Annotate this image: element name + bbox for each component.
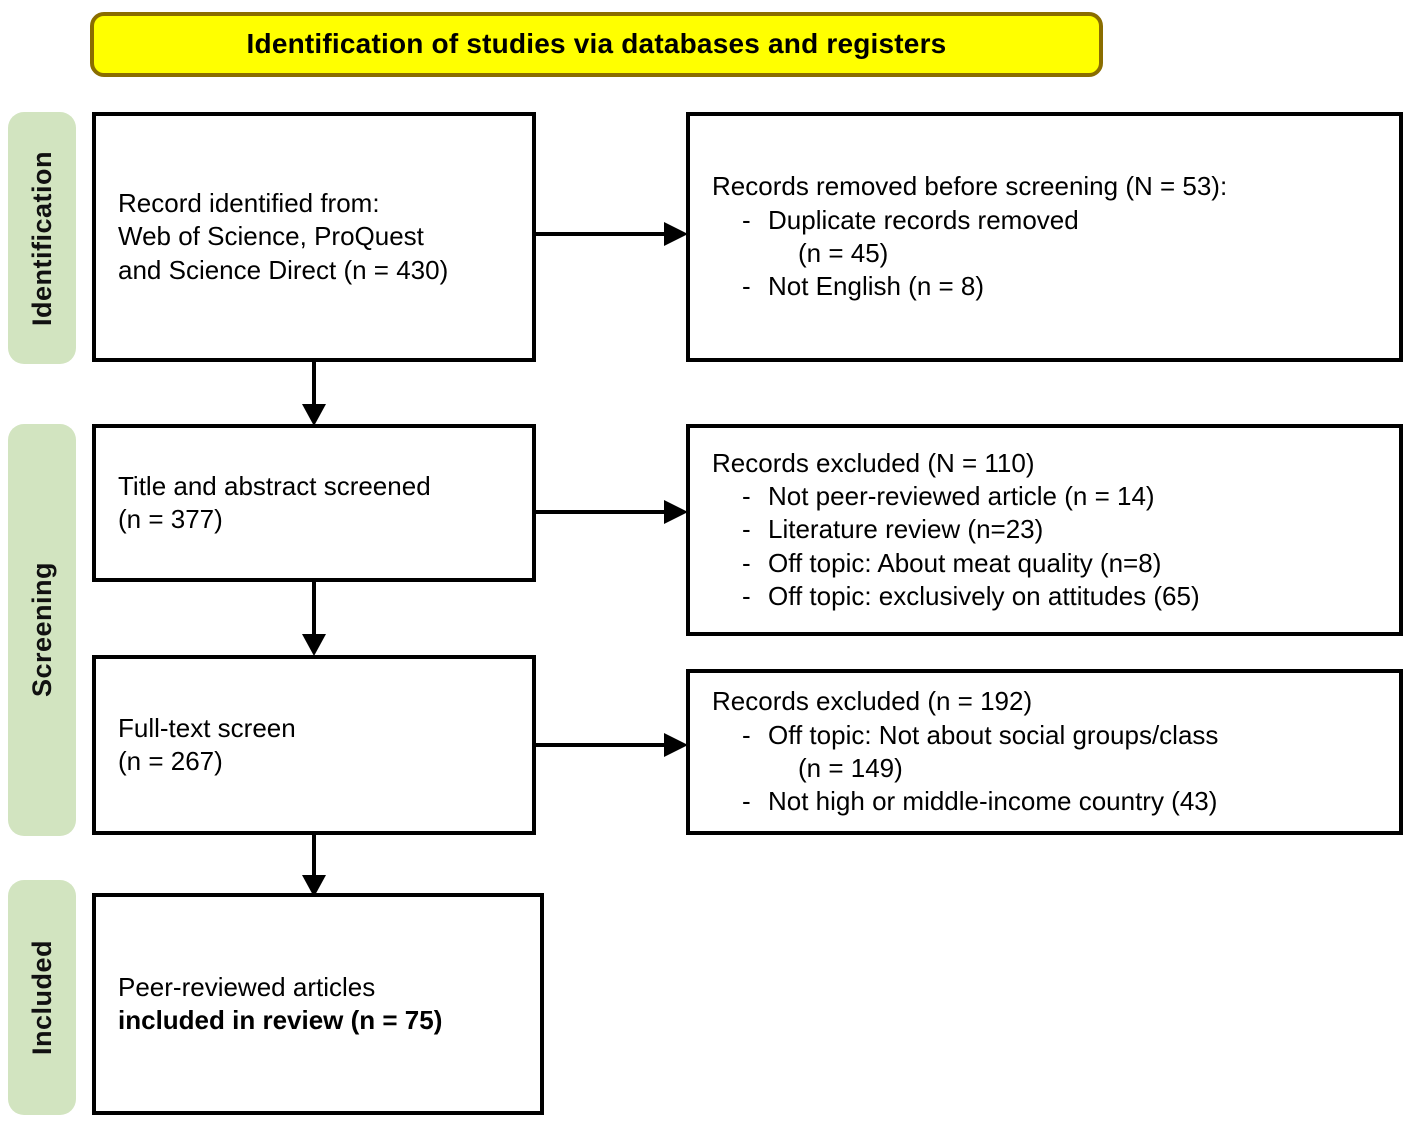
records-removed-bullet-2: - Not English (n = 8): [712, 270, 1377, 303]
records-excluded-110-bullet-4-text: Off topic: exclusively on attitudes (65): [768, 580, 1200, 611]
records-identified-line-1: Record identified from:: [118, 188, 380, 219]
records-excluded-110-bullet-list: - Not peer-reviewed article (n = 14) - L…: [712, 480, 1377, 613]
bullet-dash-icon: -: [742, 580, 751, 611]
box-included-in-review: Peer-reviewed articles included in revie…: [92, 893, 544, 1115]
records-removed-bullet-2-text: Not English (n = 8): [768, 271, 985, 302]
bullet-dash-icon: -: [742, 514, 751, 545]
stage-bar-identification: Identification: [8, 112, 76, 364]
box-full-text-screen: Full-text screen (n = 267): [92, 655, 536, 835]
bullet-dash-icon: -: [742, 719, 751, 750]
arrow-screened-to-fulltext: [298, 580, 330, 658]
records-excluded-110-bullet-4: - Off topic: exclusively on attitudes (6…: [712, 580, 1377, 613]
box-included-in-review-body: Peer-reviewed articles included in revie…: [96, 971, 540, 1038]
stage-bar-screening: Screening: [8, 424, 76, 836]
records-excluded-110-bullet-2-text: Literature review (n=23): [768, 514, 1044, 545]
records-removed-heading: Records removed before screening (N = 53…: [712, 171, 1228, 202]
records-removed-bullet-1-text: Duplicate records removed: [768, 204, 1079, 235]
arrow-screened-to-excluded-110: [536, 498, 690, 526]
records-removed-bullet-1-continuation: (n = 45): [798, 238, 889, 268]
stage-label-screening: Screening: [26, 562, 57, 698]
records-excluded-192-bullet-2-text: Not high or middle-income country (43): [768, 786, 1218, 817]
title-abstract-line-1: Title and abstract screened: [118, 470, 431, 501]
box-records-excluded-110-body: Records excluded (N = 110) - Not peer-re…: [690, 447, 1399, 613]
stage-label-identification: Identification: [26, 150, 57, 326]
records-removed-bullet-list: - Duplicate records removed (n = 45) - N…: [712, 204, 1377, 304]
records-removed-bullet-1: - Duplicate records removed: [712, 204, 1377, 237]
title-abstract-line-2: (n = 377): [118, 504, 223, 534]
records-excluded-110-bullet-2: - Literature review (n=23): [712, 513, 1377, 546]
records-excluded-192-bullet-1: - Off topic: Not about social groups/cla…: [712, 719, 1377, 752]
box-title-abstract-screened: Title and abstract screened (n = 377): [92, 424, 536, 582]
records-excluded-192-bullet-1-text: Off topic: Not about social groups/class: [768, 719, 1219, 750]
box-records-identified-body: Record identified from: Web of Science, …: [96, 187, 532, 287]
diagram-title-text: Identification of studies via databases …: [246, 28, 947, 60]
records-excluded-192-bullet-1-continuation: (n = 149): [798, 753, 903, 783]
diagram-title-banner: Identification of studies via databases …: [90, 12, 1103, 77]
included-line-bold: included in review (n = 75): [118, 1005, 443, 1035]
records-excluded-192-heading: Records excluded (n = 192): [712, 686, 1033, 717]
records-excluded-110-bullet-3-text: Off topic: About meat quality (n=8): [768, 547, 1162, 578]
arrow-fulltext-to-included: [298, 833, 330, 899]
bullet-dash-icon: -: [742, 204, 751, 235]
included-line-regular: Peer-reviewed articles: [118, 971, 376, 1002]
bullet-dash-icon: -: [742, 271, 751, 302]
bullet-dash-icon: -: [742, 786, 751, 817]
records-excluded-110-heading: Records excluded (N = 110): [712, 447, 1035, 478]
box-records-removed-body: Records removed before screening (N = 53…: [690, 170, 1399, 303]
full-text-screen-line-1: Full-text screen: [118, 712, 296, 743]
arrow-identified-to-screened: [298, 360, 330, 428]
records-identified-line-3: and Science Direct (n = 430): [118, 254, 449, 285]
bullet-dash-icon: -: [742, 481, 751, 512]
records-identified-line-2: Web of Science, ProQuest: [118, 221, 424, 252]
full-text-screen-line-2: (n = 267): [118, 746, 223, 776]
records-excluded-110-bullet-3: - Off topic: About meat quality (n=8): [712, 547, 1377, 580]
box-title-abstract-body: Title and abstract screened (n = 377): [96, 470, 532, 537]
arrow-identified-to-removed: [536, 220, 690, 248]
box-records-removed-before-screening: Records removed before screening (N = 53…: [686, 112, 1403, 362]
box-records-excluded-192-body: Records excluded (n = 192) - Off topic: …: [690, 685, 1399, 818]
bullet-dash-icon: -: [742, 547, 751, 578]
stage-bar-included: Included: [8, 880, 76, 1115]
box-full-text-screen-body: Full-text screen (n = 267): [96, 712, 532, 779]
box-records-excluded-110: Records excluded (N = 110) - Not peer-re…: [686, 424, 1403, 636]
records-excluded-192-bullet-2: - Not high or middle-income country (43): [712, 785, 1377, 818]
box-records-excluded-192: Records excluded (n = 192) - Off topic: …: [686, 669, 1403, 835]
arrow-fulltext-to-excluded-192: [536, 731, 690, 759]
records-excluded-110-bullet-1: - Not peer-reviewed article (n = 14): [712, 480, 1377, 513]
box-records-identified: Record identified from: Web of Science, …: [92, 112, 536, 362]
records-excluded-192-bullet-list: - Off topic: Not about social groups/cla…: [712, 719, 1377, 819]
records-excluded-110-bullet-1-text: Not peer-reviewed article (n = 14): [768, 481, 1155, 512]
stage-label-included: Included: [26, 939, 57, 1055]
